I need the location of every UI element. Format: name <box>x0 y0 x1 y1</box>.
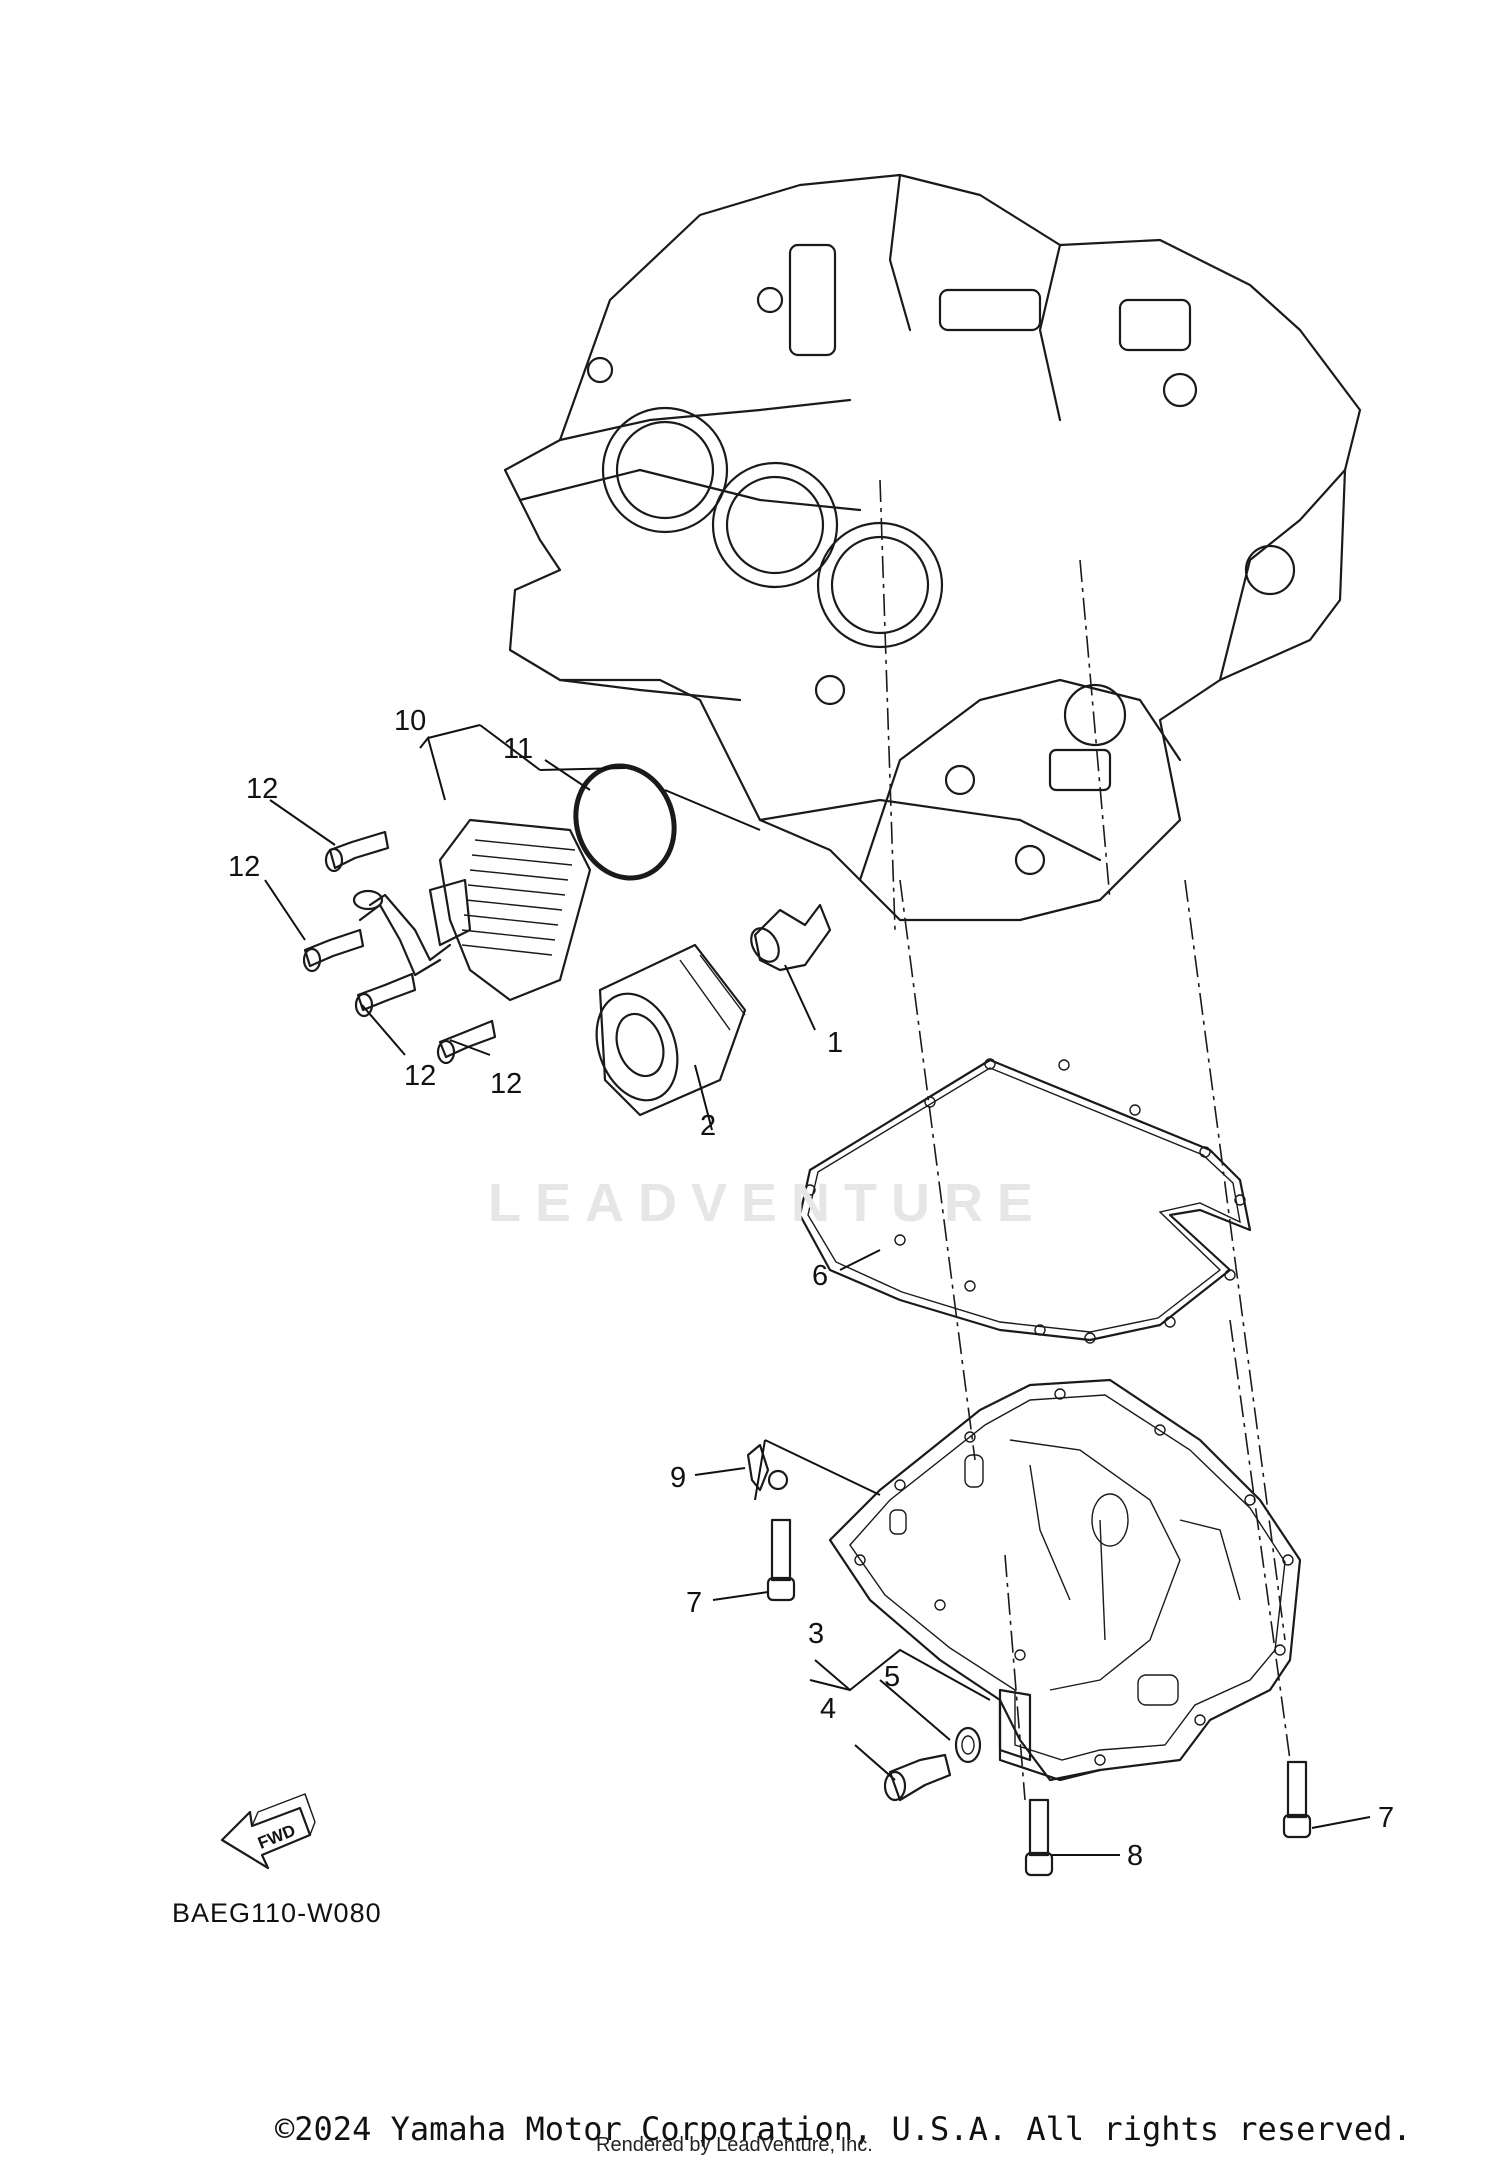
o-ring <box>573 763 677 881</box>
copyright-notice: ©2024 Yamaha Motor Corporation, U.S.A. A… <box>275 2110 1412 2148</box>
callout-7-right: 7 <box>1378 1802 1394 1834</box>
callout-11: 11 <box>503 733 533 765</box>
alignment-lines <box>899 879 1291 1801</box>
drawing-code: BAEG110-W080 <box>172 1898 382 1928</box>
callout-7-left: 7 <box>686 1587 702 1619</box>
callout-10: 10 <box>394 705 426 737</box>
callout-9: 9 <box>670 1462 686 1494</box>
union-bolt <box>750 903 832 972</box>
callout-12-bottom-right: 12 <box>490 1068 522 1100</box>
callout-12-left: 12 <box>228 851 260 883</box>
drain-plug <box>883 1753 952 1802</box>
clamp-bracket <box>746 1443 789 1492</box>
callout-labels: 1 2 3 4 5 6 7 7 8 9 10 11 12 12 12 12 <box>228 705 1394 1872</box>
watermark-text: LEADVENTURE <box>488 1173 1048 1233</box>
leader-lines <box>264 724 1371 1856</box>
oil-pan-bolts <box>766 1518 1312 1877</box>
callout-12-bottom-left: 12 <box>404 1060 436 1092</box>
oil-filter <box>595 943 747 1117</box>
callout-8: 8 <box>1127 1840 1143 1872</box>
oil-cooler-bolts <box>302 830 497 1065</box>
callout-4: 4 <box>820 1693 836 1725</box>
oil-pan-gasket <box>798 1058 1252 1344</box>
callout-6: 6 <box>812 1260 828 1292</box>
callout-3: 3 <box>808 1618 824 1650</box>
rendered-by-credit: Rendered by LeadVenture, Inc. <box>596 2134 873 2156</box>
callout-5: 5 <box>884 1661 900 1693</box>
drain-washer <box>954 1726 982 1764</box>
callout-2: 2 <box>700 1110 716 1142</box>
callout-1: 1 <box>827 1027 843 1059</box>
forward-direction-arrow: FWD <box>220 1793 316 1870</box>
crankcase-assembly <box>503 173 1362 931</box>
callout-12-top: 12 <box>246 773 278 805</box>
oil-cooler <box>352 818 592 1002</box>
oil-pan <box>828 1378 1302 1782</box>
